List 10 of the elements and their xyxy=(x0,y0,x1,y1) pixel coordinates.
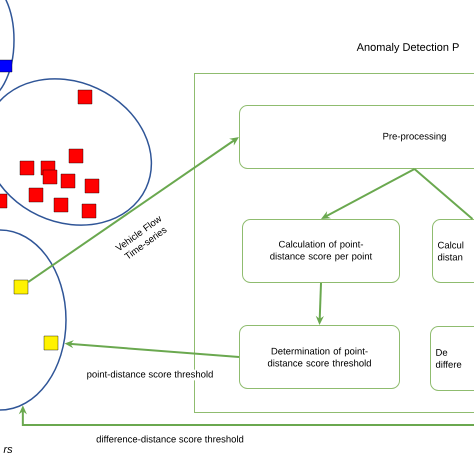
edge-label: point-distance score threshold xyxy=(86,370,214,380)
process-box: Calculation of point-distance score per point xyxy=(242,219,400,283)
cropped-label: rs xyxy=(4,447,12,454)
process-box: Determination of point-distance score threshold xyxy=(239,325,400,389)
node-label: Anomaly Detection P xyxy=(356,42,459,54)
process-box: Calcul distan xyxy=(432,219,474,283)
data-square xyxy=(14,280,28,294)
process-box: De differe xyxy=(430,326,474,391)
edge-label: difference-distance score threshold xyxy=(95,434,245,444)
process-box: Pre-processing xyxy=(239,105,474,169)
